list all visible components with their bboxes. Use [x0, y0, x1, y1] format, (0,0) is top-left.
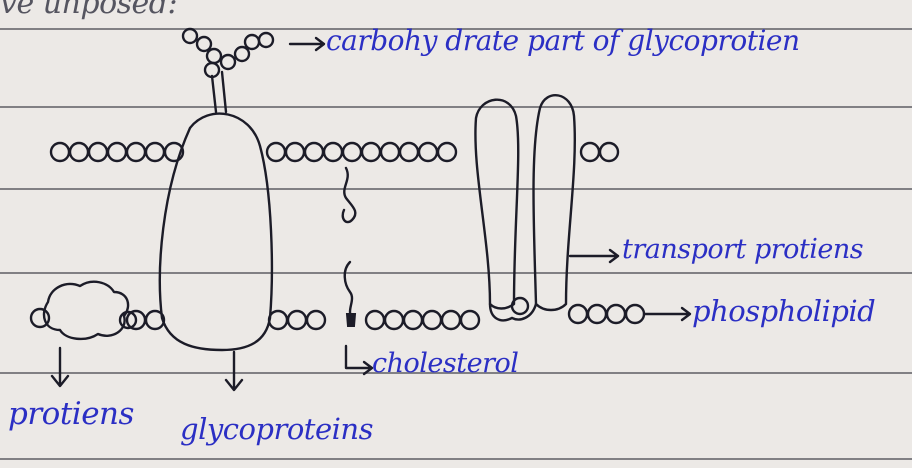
cholesterol-molecule-lower: [345, 262, 352, 318]
phospholipid-heads-top-right: [581, 143, 618, 161]
transport-protein-left: [475, 100, 518, 309]
header-fragment: ve unposed:: [0, 0, 177, 21]
glycoproteins-arrow: [226, 352, 242, 390]
phospholipid-label: phospholipid: [692, 294, 875, 328]
phospholipid-arrow: [644, 308, 690, 320]
cholesterol-head: [347, 314, 355, 326]
carbohydrate-chain: [183, 29, 273, 77]
glycoproteins-label: glycoproteins: [180, 412, 373, 446]
proteins-label: protiens: [8, 396, 134, 432]
transport-arrow: [570, 250, 618, 262]
cholesterol-molecule-upper: [343, 168, 356, 222]
carbohydrate-stalk: [212, 72, 226, 112]
carbohydrate-arrow: [290, 38, 324, 50]
phospholipid-heads-top-left: [51, 143, 183, 161]
peripheral-protein: [44, 282, 128, 339]
phospholipid-heads-top-middle: [267, 143, 456, 161]
glycoprotein-body: [160, 114, 272, 350]
cholesterol-arrow: [346, 346, 372, 374]
carbohydrate-label: carbohy drate part of glycoprotien: [326, 24, 800, 57]
proteins-arrow: [52, 348, 68, 386]
transport-proteins-label: transport protiens: [622, 234, 863, 265]
transport-protein-right: [534, 95, 575, 310]
cholesterol-label: cholesterol: [372, 348, 518, 379]
